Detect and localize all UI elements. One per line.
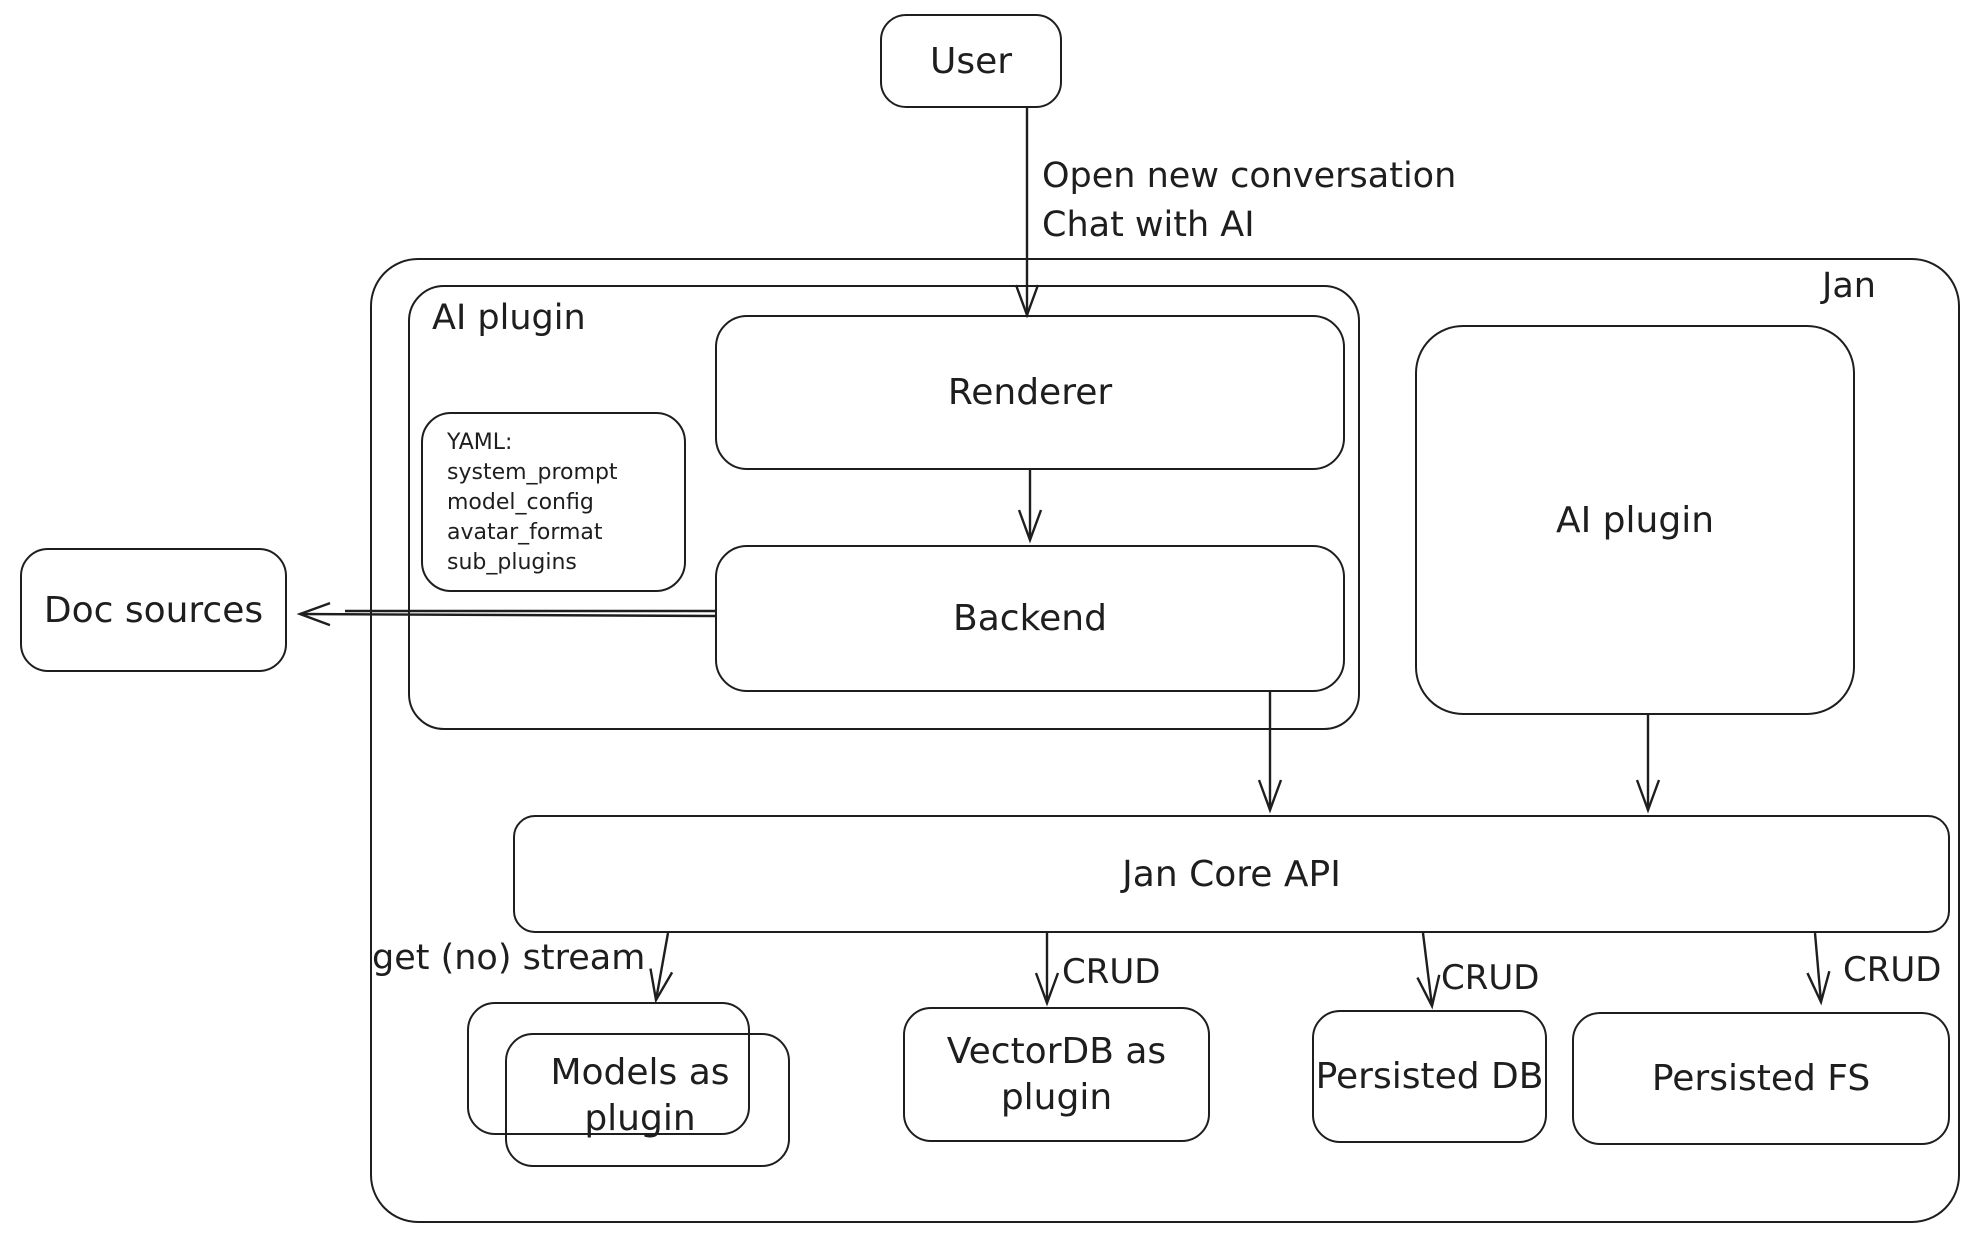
renderer-node: Renderer <box>715 315 1345 470</box>
models-node-label: Models as plugin <box>490 1050 790 1142</box>
edge-label-crud-vectordb: CRUD <box>1062 952 1161 992</box>
jan-core-api-node-label: Jan Core API <box>1122 853 1341 895</box>
doc-sources-node-label: Doc sources <box>43 589 264 631</box>
yaml-note-line: system_prompt <box>447 460 618 485</box>
edge-label-user-renderer: Open new conversation Chat with AI <box>1042 152 1456 250</box>
ai-plugin-right-node: AI plugin <box>1415 325 1855 715</box>
edge-label-user-renderer-line2: Chat with AI <box>1042 205 1255 245</box>
edge-label-user-renderer-line1: Open new conversation <box>1042 156 1457 196</box>
models-node-front <box>505 1033 790 1167</box>
models-node-label-line1: Models as <box>550 1052 730 1093</box>
edge-label-get-no-stream: get (no) stream <box>372 938 646 978</box>
persisted-fs-node: Persisted FS <box>1572 1012 1950 1145</box>
renderer-node-label: Renderer <box>947 372 1113 413</box>
ai-plugin-container-label: AI plugin <box>432 298 586 338</box>
vectordb-node: VectorDB as plugin <box>903 1007 1210 1142</box>
jan-core-api-node: Jan Core API <box>513 815 1950 933</box>
edge-label-crud-persisted-fs: CRUD <box>1843 950 1942 990</box>
persisted-fs-node-label: Persisted FS <box>1651 1058 1871 1099</box>
ai-plugin-right-node-label: AI plugin <box>1555 499 1715 541</box>
backend-node: Backend <box>715 545 1345 692</box>
jan-container <box>370 258 1960 1223</box>
models-node-back <box>467 1002 750 1135</box>
user-node: User <box>880 14 1062 108</box>
user-node-label: User <box>929 40 1013 82</box>
yaml-note: YAML: system_prompt model_config avatar_… <box>421 412 686 592</box>
doc-sources-node: Doc sources <box>20 548 287 672</box>
models-node-label-line2: plugin <box>584 1098 696 1139</box>
vectordb-node-label: VectorDB as plugin <box>947 1029 1166 1121</box>
yaml-note-line: model_config <box>447 490 594 515</box>
yaml-note-text: YAML: system_prompt model_config avatar_… <box>447 428 618 578</box>
ai-plugin-container <box>408 285 1360 730</box>
yaml-note-title: YAML: <box>447 430 513 455</box>
persisted-db-node: Persisted DB <box>1312 1010 1547 1143</box>
persisted-db-node-label: Persisted DB <box>1315 1056 1544 1097</box>
yaml-note-line: avatar_format <box>447 520 603 545</box>
yaml-note-line: sub_plugins <box>447 550 577 575</box>
backend-node-label: Backend <box>953 598 1107 639</box>
edge-label-crud-persisted-db: CRUD <box>1441 958 1540 998</box>
vectordb-node-label-line2: plugin <box>1000 1076 1113 1118</box>
vectordb-node-label-line1: VectorDB as <box>946 1030 1167 1072</box>
jan-container-label: Jan <box>1822 266 1876 306</box>
